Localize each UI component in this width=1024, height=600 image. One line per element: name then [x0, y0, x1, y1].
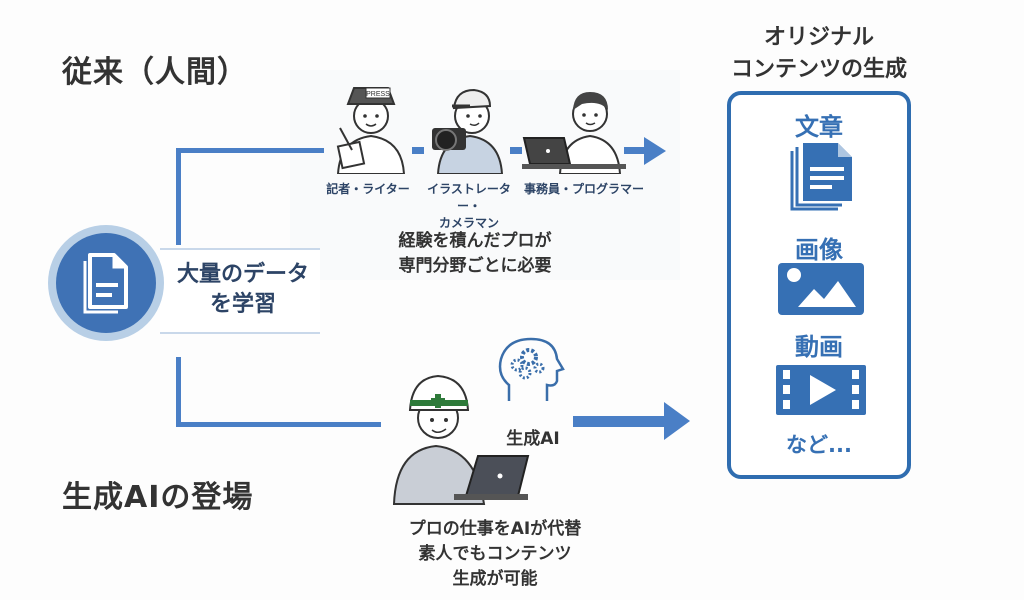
ai-caption-line1: プロの仕事をAIが代替 [408, 519, 582, 539]
source-label-band [160, 248, 320, 334]
arrow-right-icon [664, 402, 690, 440]
output-title-line1: オリジナル [763, 25, 874, 50]
role-label-illustrator-line2: カメラマン [438, 216, 499, 230]
output-box: 文章 画像 動画 など... [727, 91, 911, 479]
role-connector [624, 147, 646, 154]
heading-generative-ai: 生成AIの登場 [62, 480, 254, 515]
ai-caption-line2: 素人でもコンテンツ [418, 544, 572, 564]
office-worker-illustration [520, 78, 630, 175]
output-title-line2: コンテンツの生成 [730, 57, 907, 82]
role-label-illustrator: イラストレーター・ カメラマン [417, 181, 521, 232]
role-label-illustrator-line1: イラストレーター・ [427, 182, 511, 213]
image-icon [778, 263, 864, 315]
connector-bottom-vertical [176, 357, 181, 427]
ai-badge-label: 生成AI [506, 429, 560, 449]
role-label-reporter: 記者・ライター [326, 182, 410, 196]
source-label: 大量のデータ を学習 [168, 260, 318, 320]
traditional-caption-line2: 専門分野ごとに必要 [398, 256, 552, 276]
source-label-line1: 大量のデータ [176, 262, 309, 287]
output-label-image: 画像 [795, 236, 843, 264]
heading-traditional: 従来（人間） [62, 55, 248, 90]
source-node: 大量のデータ を学習 [40, 220, 330, 341]
output-title: オリジナル コンテンツの生成 [712, 22, 926, 86]
ai-brain-icon [495, 335, 575, 405]
output-label-text: 文章 [795, 113, 843, 141]
ai-caption-line3: 生成が可能 [452, 569, 538, 589]
document-stack-icon [788, 143, 858, 213]
traditional-caption: 経験を積んだプロが 専門分野ごとに必要 [360, 229, 590, 279]
output-label-video: 動画 [795, 333, 843, 361]
role-label-office-worker: 事務員・プログラマー [524, 182, 645, 196]
source-label-line2: を学習 [209, 292, 276, 317]
output-label-more: など... [786, 433, 852, 457]
document-icon [56, 233, 156, 333]
photographer-illustration [428, 78, 512, 175]
ai-arrow-shaft [573, 416, 669, 427]
svg-text:PRESS: PRESS [366, 91, 390, 98]
ai-caption: プロの仕事をAIが代替 素人でもコンテンツ 生成が可能 [370, 517, 620, 592]
connector-top-vertical [176, 148, 181, 245]
role-connector [412, 147, 424, 154]
connector-bottom-horizontal [176, 422, 381, 427]
reporter-illustration: PRESS [330, 78, 412, 175]
connector-top-horizontal [176, 148, 324, 153]
worker-with-laptop-illustration [380, 368, 540, 508]
traditional-caption-line1: 経験を積んだプロが [398, 231, 552, 251]
arrow-right-icon [644, 137, 666, 165]
role-connector [510, 147, 522, 154]
video-icon [776, 365, 866, 415]
